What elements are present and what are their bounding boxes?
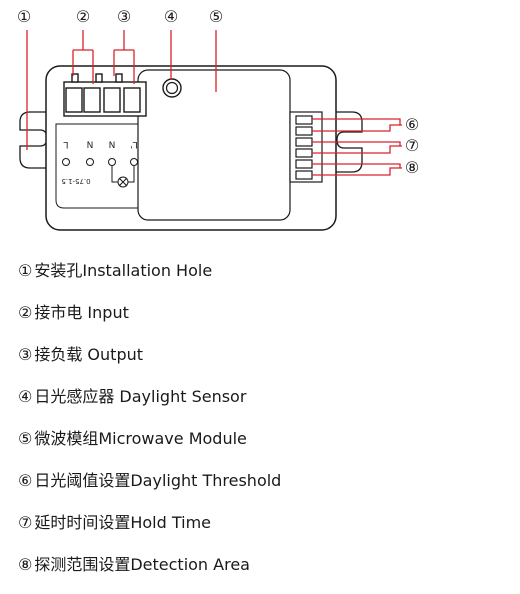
legend-num: ①: [18, 261, 33, 280]
legend-text: 日光感应器 Daylight Sensor: [34, 387, 247, 406]
wiring-symbols: [62, 158, 138, 183]
pcb-label-n-out: N: [109, 141, 116, 151]
callout-2: ②: [76, 7, 90, 26]
legend-num: ④: [18, 387, 33, 406]
callout-1: ①: [17, 7, 31, 26]
callout-8: ⑧: [405, 158, 419, 177]
daylight-sensor-icon: [162, 78, 182, 98]
legend-num: ⑤: [18, 429, 33, 448]
legend-num: ⑧: [18, 555, 33, 574]
module-diagram: ① ② ③ ④ ⑤ ⑥ ⑦ ⑧ L: [17, 7, 419, 231]
legend-text: 日光阈值设置Daylight Threshold: [34, 471, 282, 490]
legend-text: 安装孔Installation Hole: [34, 261, 213, 280]
pcb-wire-size: 0.75-1.5: [61, 177, 90, 185]
pcb-label-n: N: [87, 141, 94, 151]
pcb-label-l-out: L': [130, 139, 138, 149]
callout-7: ⑦: [405, 136, 419, 155]
pcb-label-l: L: [63, 139, 68, 149]
callout-3: ③: [117, 7, 131, 26]
legend-text: 接负载 Output: [34, 345, 144, 364]
leader-lines: [26, 30, 402, 176]
callout-5: ⑤: [209, 7, 223, 26]
wiring-area: [55, 123, 139, 209]
legend-num: ⑦: [18, 513, 33, 532]
mounting-ear-right: [330, 111, 363, 173]
legend-num: ③: [18, 345, 33, 364]
legend-text: 微波模组Microwave Module: [34, 429, 247, 448]
sensor-cover: [137, 69, 291, 221]
callout-4: ④: [164, 7, 178, 26]
lamp-icon: [117, 176, 129, 188]
legend-text: 延时时间设置Hold Time: [34, 513, 212, 532]
dip-switch-bank: [289, 111, 323, 183]
callout-6: ⑥: [405, 115, 419, 134]
legend-text: 接市电 Input: [34, 303, 129, 322]
terminal-block: [63, 73, 147, 117]
legend-num: ②: [18, 303, 33, 322]
legend-text: 探测范围设置Detection Area: [34, 555, 250, 574]
legend-num: ⑥: [18, 471, 33, 490]
